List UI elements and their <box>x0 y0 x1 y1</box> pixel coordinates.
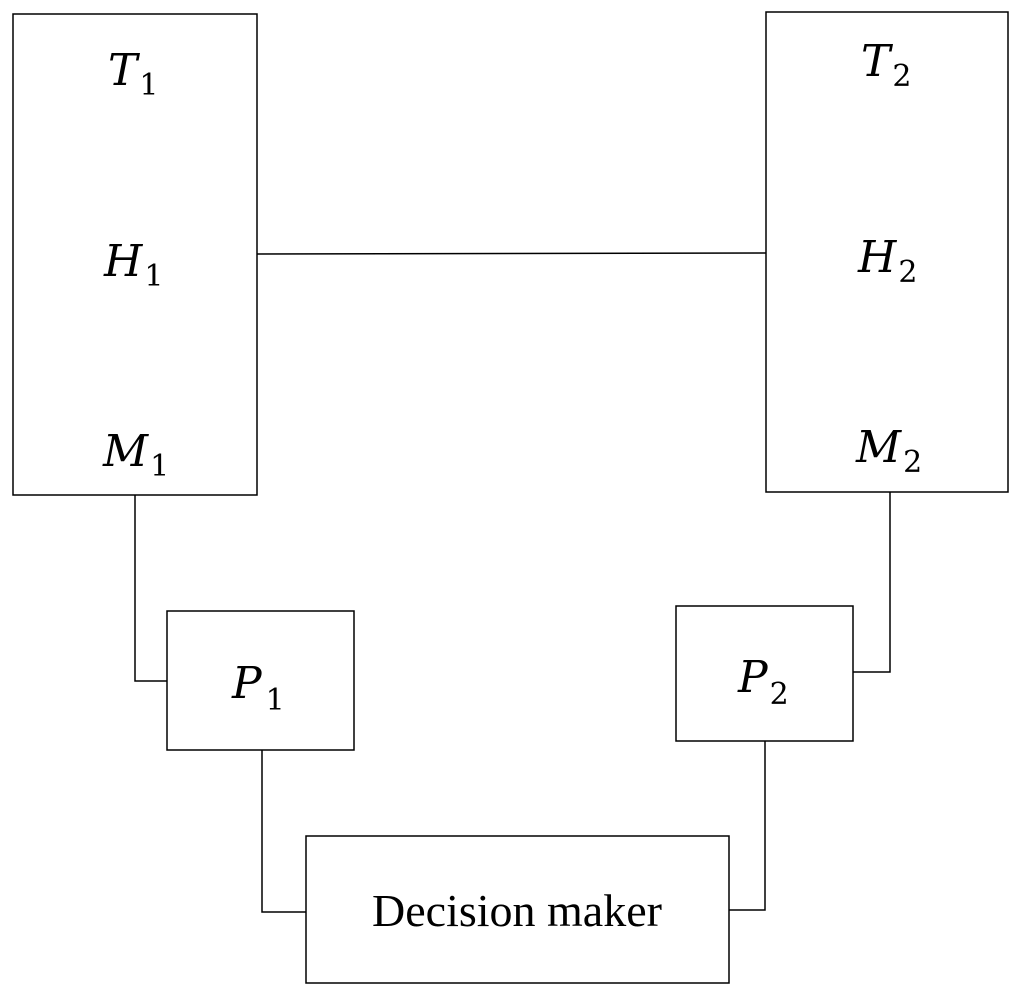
decision-maker-box <box>305 835 730 984</box>
label-m2: M2 <box>855 422 922 480</box>
connector-h1-h2 <box>256 252 767 255</box>
label-h2: H2 <box>857 232 917 290</box>
processor-left-box <box>166 610 355 751</box>
processor-right-box <box>675 605 854 742</box>
connector-m2-p2 <box>853 492 891 673</box>
label-h1: H1 <box>103 236 163 294</box>
label-t2: T2 <box>861 36 911 94</box>
processor-right: P2 <box>675 605 854 742</box>
label-m1: M1 <box>102 426 169 484</box>
label-p2: P2 <box>737 652 789 712</box>
module-right: T2 H2 M2 <box>765 11 1009 493</box>
connector-p1-decision <box>261 750 306 913</box>
label-t1: T1 <box>108 45 158 103</box>
module-left: T1 H1 M1 <box>12 13 258 496</box>
module-left-box <box>12 13 258 496</box>
decision-maker: Decision maker <box>305 835 730 984</box>
connector-p2-decision <box>729 741 766 911</box>
connector-m1-p1 <box>134 495 167 682</box>
module-right-box <box>765 11 1009 493</box>
decision-maker-label: Decision maker <box>372 885 662 936</box>
